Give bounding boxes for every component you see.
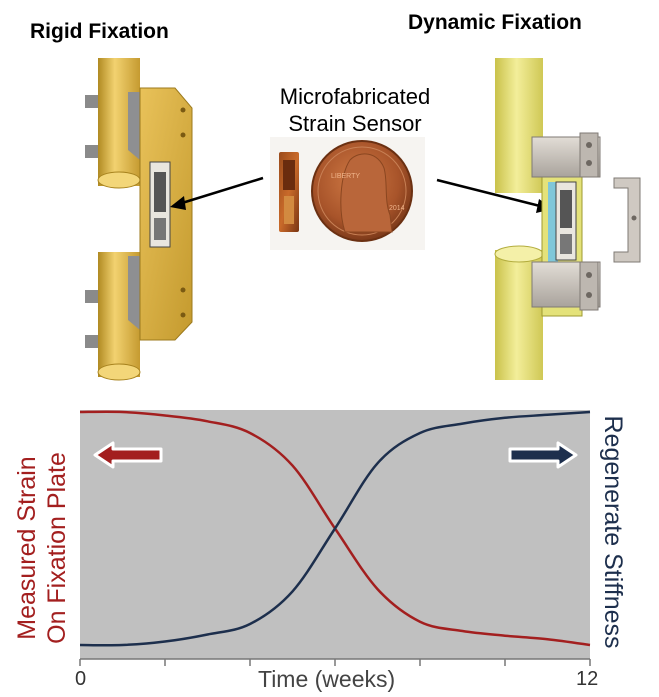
sensor-label: Microfabricated Strain Sensor <box>255 83 455 137</box>
pointer-arrows <box>170 176 553 213</box>
stiffness-curve <box>79 410 591 647</box>
rod-end <box>97 171 141 189</box>
rigid-fixation-title: Rigid Fixation <box>30 20 169 43</box>
y-axis-label-left: Measured Strain On Fixation Plate <box>12 452 72 644</box>
y-axis-label-right: Regenerate Stiffness <box>599 415 627 649</box>
right-arrow-stiffness <box>508 441 578 469</box>
coin-year-text: 2014 <box>389 205 405 212</box>
y-label-left-line-1: Measured Strain <box>13 456 41 640</box>
sensor-label-line-2: Strain Sensor <box>288 111 422 136</box>
rod-end <box>97 363 141 381</box>
detached-bracket <box>613 177 641 263</box>
plot-area <box>80 410 590 659</box>
x-axis-label: Time (weeks) <box>258 666 396 692</box>
x-ticks <box>79 659 591 666</box>
plate-slot <box>548 182 558 262</box>
arrowhead-rigid <box>170 196 186 210</box>
dynamic-fixation-device <box>494 58 641 380</box>
x-tick-label-end: 12 <box>576 668 599 690</box>
dynamic-fixation-title: Dynamic Fixation <box>408 11 582 34</box>
x-tick-label-start: 0 <box>75 668 87 690</box>
arrow-to-rigid <box>181 176 264 205</box>
sensor-photo: LIBERTY 2014 <box>270 137 425 250</box>
chart <box>79 410 591 666</box>
arrow-to-dynamic <box>436 178 541 208</box>
rigid-fixation-device <box>85 58 193 381</box>
left-arrow-strain <box>93 441 163 469</box>
coin-liberty-text: LIBERTY <box>331 173 360 180</box>
sensor-label-line-1: Microfabricated <box>279 84 431 109</box>
y-label-left-line-2: On Fixation Plate <box>43 452 71 644</box>
lincoln-profile <box>340 153 393 233</box>
